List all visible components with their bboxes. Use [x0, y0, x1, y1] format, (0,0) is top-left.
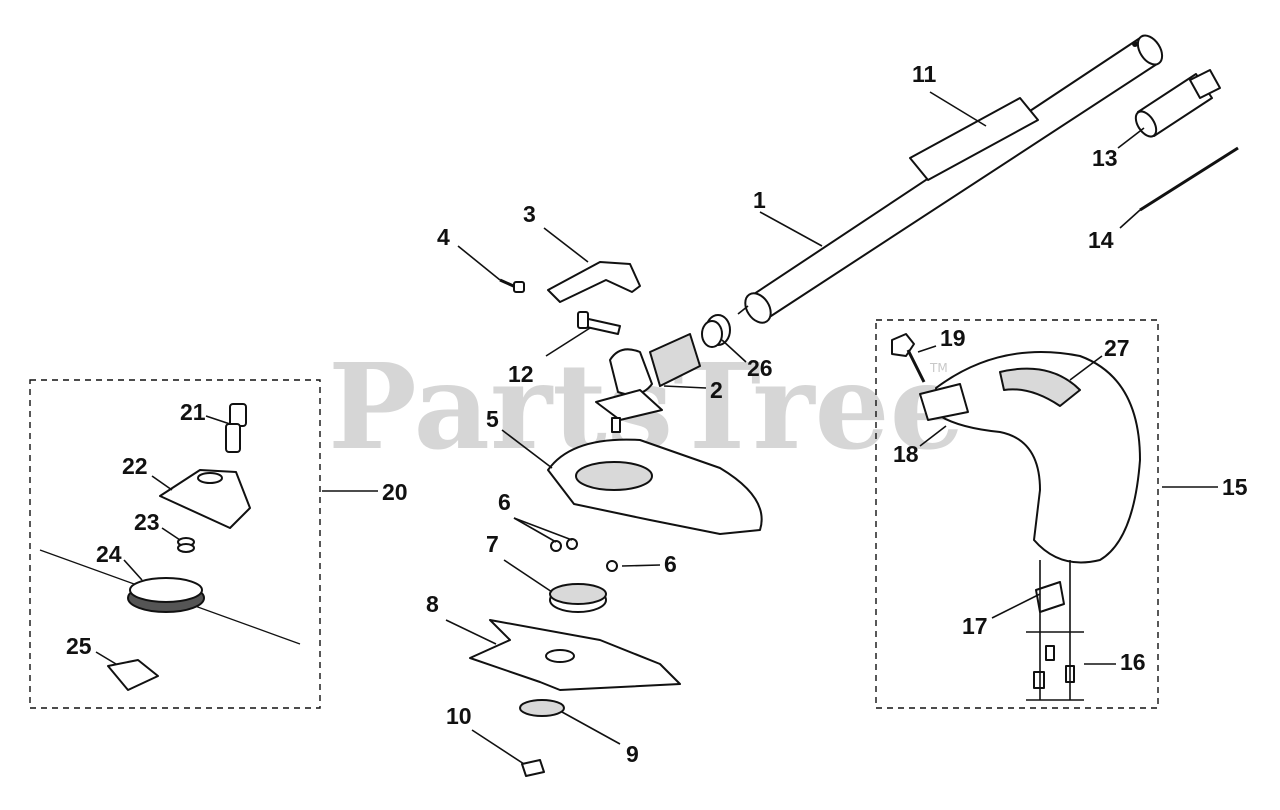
leader-22	[151, 475, 173, 491]
callout-24: 24	[96, 541, 122, 567]
leader-2	[663, 385, 707, 389]
part-14-rod[interactable]	[1139, 146, 1239, 212]
leader-13	[1117, 127, 1145, 149]
leader-27	[1069, 355, 1103, 381]
part-23-spring[interactable]	[177, 537, 195, 553]
callout-22: 22	[122, 453, 148, 479]
part-17-bracket[interactable]	[1035, 581, 1065, 613]
part-8-blade[interactable]	[469, 619, 681, 691]
part-7-adapter[interactable]	[549, 583, 607, 613]
part-24-spool[interactable]	[127, 577, 205, 613]
callout-8: 8	[426, 591, 439, 617]
leader-23	[161, 527, 181, 541]
part-10-nut[interactable]	[521, 759, 545, 777]
callout-2: 2	[710, 377, 723, 403]
part-11-decal[interactable]	[909, 97, 1039, 181]
leader-6b	[621, 564, 661, 567]
leader-9	[561, 711, 621, 745]
part-27-handle[interactable]	[935, 351, 1141, 564]
leader-25	[95, 651, 117, 665]
leader-19	[917, 345, 937, 353]
part-9-washer[interactable]	[519, 699, 565, 717]
part-25-bump-knob[interactable]	[107, 659, 159, 691]
leader-10	[471, 729, 525, 765]
callout-27: 27	[1104, 335, 1130, 361]
handle-group-box	[875, 319, 1159, 709]
leader-21	[205, 415, 231, 425]
part-1-shaft[interactable]	[737, 31, 1167, 327]
callout-18: 18	[893, 441, 919, 467]
part-12-bolt[interactable]	[577, 311, 621, 335]
leader-3	[543, 227, 589, 263]
callout-17: 17	[962, 613, 988, 639]
leader-26	[721, 339, 747, 363]
leader-18	[919, 425, 947, 447]
callout-9: 9	[626, 741, 639, 767]
leader-5	[501, 429, 553, 469]
callout-10: 10	[446, 703, 472, 729]
callout-1: 1	[753, 187, 766, 213]
callout-7: 7	[486, 531, 499, 557]
callout-20: 20	[382, 479, 408, 505]
leader-6a-1	[513, 517, 557, 543]
part-22-spool-housing[interactable]	[159, 469, 251, 529]
leader-6a-2	[513, 517, 573, 541]
callout-19: 19	[940, 325, 966, 351]
part-18-clamp[interactable]	[919, 383, 969, 421]
callout-26: 26	[747, 355, 773, 381]
callout-6a: 6	[498, 489, 511, 515]
leader-11	[929, 91, 987, 127]
guard-opening	[575, 461, 653, 491]
callout-6b: 6	[664, 551, 677, 577]
callout-12: 12	[508, 361, 534, 387]
part-4-screw[interactable]	[499, 278, 525, 293]
part-21-knob[interactable]	[225, 403, 247, 453]
callout-4: 4	[437, 224, 450, 250]
callout-11: 11	[912, 61, 937, 87]
part-26-bushing[interactable]	[701, 314, 731, 348]
callout-16: 16	[1120, 649, 1146, 675]
callout-23: 23	[134, 509, 160, 535]
callout-15: 15	[1222, 474, 1248, 500]
leader-4	[457, 245, 501, 281]
leader-12	[545, 327, 591, 357]
part-19-screw[interactable]	[891, 333, 926, 383]
part-2-gearhead[interactable]	[595, 333, 701, 433]
leader-8	[445, 619, 497, 645]
part-6-screws[interactable]	[550, 538, 618, 572]
leader-7	[503, 559, 553, 593]
leader-1	[759, 211, 823, 247]
leader-17	[991, 593, 1041, 619]
callout-14: 14	[1088, 227, 1114, 253]
handle-grip	[999, 367, 1081, 407]
part-3-bracket[interactable]	[547, 261, 641, 303]
callout-21: 21	[180, 399, 206, 425]
callout-5: 5	[486, 406, 499, 432]
callout-3: 3	[523, 201, 536, 227]
watermark-trademark: TM	[929, 361, 948, 375]
part-13-coupler[interactable]	[1132, 69, 1221, 140]
callout-25: 25	[66, 633, 92, 659]
leader-24	[123, 559, 143, 581]
leader-14	[1119, 209, 1141, 229]
callout-13: 13	[1092, 145, 1118, 171]
trimmer-head-group-box	[29, 379, 321, 709]
